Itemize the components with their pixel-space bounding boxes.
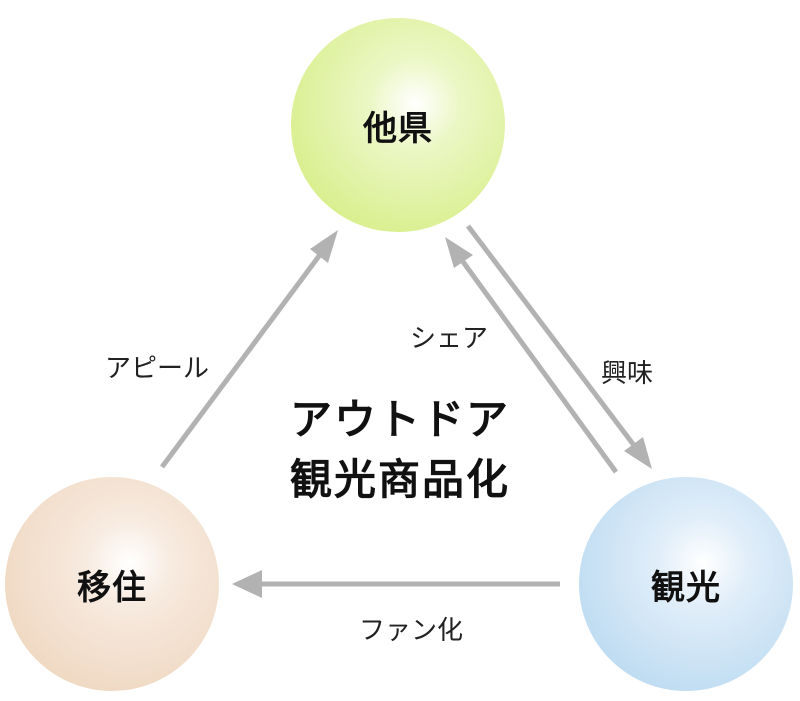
arrow-appeal (159, 230, 338, 469)
center-title: アウトドア 観光商品化 (240, 390, 560, 510)
edge-label-appeal: アピール (105, 354, 210, 384)
center-title-line2: 観光商品化 (289, 455, 510, 504)
node-kanko: 観光 (579, 477, 793, 691)
edge-label-share: シェア (410, 324, 489, 354)
arrow-fan (232, 570, 560, 598)
arrow-interest (466, 224, 652, 469)
node-tako-label: 他県 (363, 108, 433, 149)
node-iju-label: 移住 (77, 567, 147, 608)
center-title-line1: アウトドア (289, 395, 510, 444)
node-kanko-label: 観光 (651, 567, 721, 608)
edge-label-interest: 興味 (601, 359, 654, 389)
node-iju: 移住 (5, 477, 219, 691)
node-tako: 他県 (291, 18, 505, 232)
edge-label-fan: ファン化 (359, 616, 464, 646)
arrow-share (445, 237, 619, 474)
